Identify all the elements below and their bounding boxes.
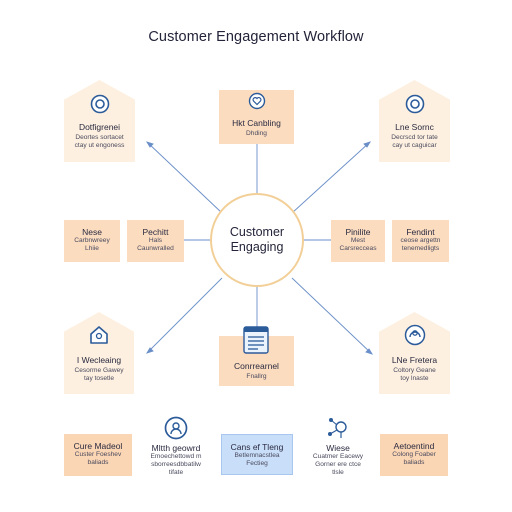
node-bottom-left-sub1: Cesorme Gawey <box>74 367 124 374</box>
heart-badge-icon <box>248 92 265 110</box>
node-row4-4-sub2: Gorner ere ctce <box>315 461 361 468</box>
node-bottom-center-sub1: Fnallrg <box>246 373 267 380</box>
node-mid-right-outer-sub2: tenemedligts <box>401 245 440 252</box>
node-top-left-sub1: Deortes sortacet <box>75 134 124 141</box>
user-circle-icon <box>164 416 188 440</box>
node-bottom-right[interactable]: LNe Fretera Coltory Geane toy lnaste <box>379 312 450 394</box>
node-bottom-right-sub1: Coltory Geane <box>393 367 436 374</box>
node-top-left-heading: Dotfigrenei <box>78 122 121 132</box>
connector-bottom-left <box>146 277 223 354</box>
node-row4-3-heading: Cans ef Tleng <box>230 442 284 452</box>
record-icon <box>90 94 109 114</box>
node-row4-4-sub3: tlsle <box>332 469 344 476</box>
node-bottom-right-sub2: toy lnaste <box>400 375 429 382</box>
hub-label-line1: Customer <box>229 225 285 239</box>
diagram-title: Customer Engagement Workflow <box>148 29 364 45</box>
headset-icon <box>404 324 425 346</box>
node-top-right-sub2: cay ut caguicar <box>392 142 437 149</box>
node-top-left[interactable]: Dotfigrenei Deortes sortacet ctay ut eng… <box>64 80 135 162</box>
arrowhead-bottom-right <box>365 348 374 355</box>
node-row4-1-sub2: baliads <box>87 459 109 466</box>
node-row4-5-heading: Aetoentind <box>393 441 435 451</box>
node-mid-left-inner-sub1: Hals <box>148 237 163 244</box>
node-top-right-sub1: Decrscd tor tate <box>391 134 438 141</box>
record-icon <box>405 94 424 114</box>
node-bottom-center[interactable]: Conrrearnel Fnallrg <box>219 326 294 386</box>
network-person-icon <box>328 418 347 438</box>
hub-label-line2: Engaging <box>230 240 284 254</box>
hub-circle: Customer Engaging <box>210 193 304 287</box>
node-top-right-heading: Lne Sornc <box>395 122 434 132</box>
node-row4-1-sub1: Custer Foeshev <box>74 451 122 458</box>
document-list-icon <box>243 326 269 354</box>
node-row4-5[interactable]: Aetoentind Colong Foaber baliads <box>380 434 448 476</box>
node-top-center-sub1: Dhding <box>246 130 267 137</box>
node-row4-1-heading: Cure Madeol <box>73 441 123 451</box>
node-bottom-left-sub2: tay tosetle <box>83 375 115 382</box>
node-row4-4-sub1: Cuatmer Eacewy <box>312 453 364 460</box>
node-row4-4[interactable]: Wiese Cuatmer Eacewy Gorner ere ctce tls… <box>302 414 374 482</box>
connector-top-left <box>146 141 223 214</box>
node-row4-3-sub1: Betlemnacstlea <box>234 452 280 459</box>
node-row4-5-sub2: baliads <box>403 459 425 466</box>
node-mid-right-inner-sub2: Carsrecceas <box>339 245 377 252</box>
node-row4-4-heading: Wiese <box>326 443 350 453</box>
node-row4-5-sub1: Colong Foaber <box>392 451 436 458</box>
node-mid-left-inner-heading: Pechitt <box>142 227 169 237</box>
node-row4-2[interactable]: Mltth geowrd Emoechettowd m sborreesdbba… <box>140 414 212 482</box>
node-top-center[interactable]: Hkt Canbling Dhding <box>219 90 294 144</box>
connector-top-right <box>291 141 371 214</box>
node-mid-right-inner-heading: Pinilite <box>345 227 371 237</box>
node-top-left-sub2: ctay ut engoness <box>74 142 125 149</box>
node-row4-2-sub1: Emoechettowd m <box>150 453 202 460</box>
connector-bottom-right <box>291 277 373 355</box>
node-mid-right-inner-sub1: Mest <box>350 237 366 244</box>
node-top-right[interactable]: Lne Sornc Decrscd tor tate cay ut caguic… <box>379 80 450 162</box>
node-row4-3-sub2: Fectieg <box>246 460 268 467</box>
node-bottom-left[interactable]: I Wecleaing Cesorme Gawey tay tosetle <box>64 312 134 394</box>
node-mid-left-inner[interactable]: Pechitt Hals Caunwralled <box>127 220 184 262</box>
node-mid-right-outer[interactable]: Fendint ceose argettn tenemedligts <box>392 220 449 262</box>
node-bottom-right-heading: LNe Fretera <box>391 355 438 365</box>
node-mid-left-outer-sub2: Lhiie <box>85 245 99 252</box>
node-bottom-left-heading: I Wecleaing <box>76 355 122 365</box>
node-mid-left-inner-sub2: Caunwralled <box>137 245 174 252</box>
node-row4-1[interactable]: Cure Madeol Custer Foeshev baliads <box>64 434 132 476</box>
house-icon <box>90 326 108 344</box>
node-mid-right-inner[interactable]: Pinilite Mest Carsrecceas <box>331 220 385 262</box>
node-row4-2-heading: Mltth geowrd <box>151 443 201 453</box>
node-mid-left-outer[interactable]: Nese Carbnwreey Lhiie <box>64 220 120 262</box>
arrowhead-top-left <box>145 141 154 148</box>
node-mid-left-outer-sub1: Carbnwreey <box>74 237 110 244</box>
node-bottom-center-heading: Conrrearnel <box>234 361 279 371</box>
arrowhead-top-right <box>363 141 372 148</box>
node-mid-left-outer-heading: Nese <box>82 227 102 237</box>
node-row4-2-sub3: tifate <box>168 469 184 476</box>
node-top-center-heading: Hkt Canbling <box>232 118 281 128</box>
arrowhead-bottom-left <box>145 347 154 354</box>
node-row4-2-sub2: sborreesdbbatilw <box>151 461 201 468</box>
node-mid-right-outer-heading: Fendint <box>406 227 435 237</box>
node-mid-right-outer-sub1: ceose argettn <box>400 237 441 244</box>
node-row4-3[interactable]: Cans ef Tleng Betlemnacstlea Fectieg <box>221 434 293 475</box>
